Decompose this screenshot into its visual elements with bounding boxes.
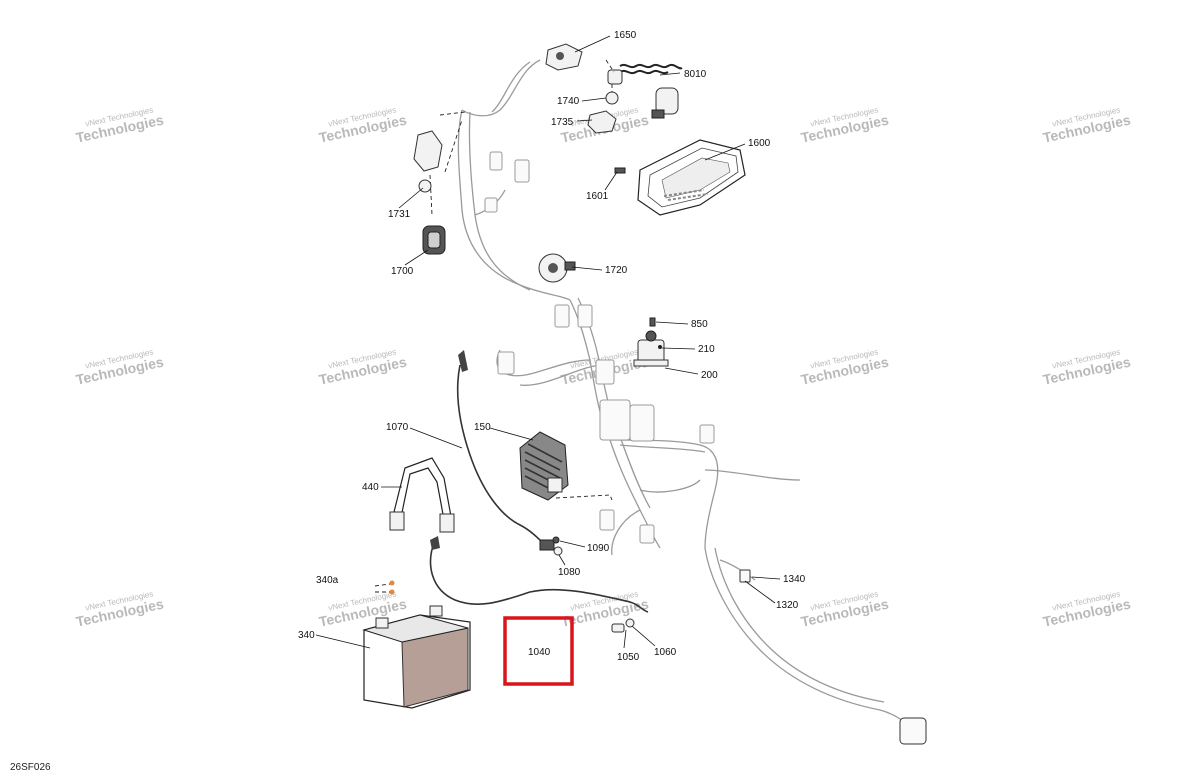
nut-1060-icon <box>625 618 635 628</box>
connector-icon <box>554 304 570 328</box>
battery-strap-440 <box>389 457 455 533</box>
solenoid-icon <box>637 339 665 363</box>
connector-plug-icon <box>413 130 443 172</box>
callout-1740: 1740 <box>557 96 580 107</box>
callout-1040: 1040 <box>528 647 551 658</box>
sensor-cluster-top <box>545 43 683 134</box>
sensor-1735-icon <box>587 110 617 134</box>
connector-icon <box>489 151 503 171</box>
screw-850-icon <box>649 317 656 327</box>
battery-cables <box>429 350 649 613</box>
diagram-code: 26SF026 <box>10 762 51 773</box>
highlighted-part-1040[interactable]: 1040 <box>503 616 574 686</box>
callout-440: 440 <box>362 482 379 493</box>
connector-icon <box>699 424 715 444</box>
callout-1650: 1650 <box>614 30 637 41</box>
watermark: vNext Technologies Technologies <box>317 105 408 145</box>
gauge-cluster-1600 <box>614 139 746 216</box>
callout-1090: 1090 <box>587 543 610 554</box>
fuse-box-icon <box>599 399 631 441</box>
connector-icon <box>639 524 655 544</box>
sensor-1740-icon <box>605 91 619 105</box>
callout-1050: 1050 <box>617 652 640 663</box>
screw-340a-icon <box>389 580 395 586</box>
sensor-8010-icon <box>655 87 679 115</box>
sensor-1650-icon <box>545 43 583 71</box>
hardware-fasteners <box>552 536 635 633</box>
nut-210-icon <box>658 345 662 349</box>
coiled-cable-icon <box>619 63 683 70</box>
watermark: vNext Technologies Technologies <box>74 105 165 145</box>
watermark: vNext Technologies Technologies <box>1041 347 1132 387</box>
callout-1735: 1735 <box>551 117 574 128</box>
sensor-cluster-left <box>413 111 466 255</box>
screw-340a-icon <box>389 589 395 595</box>
connector-plug-icon <box>607 69 623 85</box>
callout-1700: 1700 <box>391 266 414 277</box>
watermark: vNext Technologies Technologies <box>1041 105 1132 145</box>
harness-connectors <box>484 151 927 745</box>
connector-icon <box>497 351 515 375</box>
callout-340: 340 <box>298 630 315 641</box>
screw-1601-icon <box>614 167 626 174</box>
watermark: vNext Technologies Technologies <box>1041 589 1132 629</box>
callout-1080: 1080 <box>558 567 581 578</box>
connector-icon <box>514 159 530 183</box>
callout-1060: 1060 <box>654 647 677 658</box>
watermark: vNext Technologies Technologies <box>799 347 890 387</box>
bolt-1050-icon <box>611 623 625 633</box>
watermark: vNext Technologies Technologies <box>74 589 165 629</box>
positive-cable-1070-icon <box>456 364 546 546</box>
watermark: vNext Technologies Technologies <box>317 347 408 387</box>
callout-150: 150 <box>474 422 491 433</box>
assembly-lines <box>374 59 615 593</box>
callout-850: 850 <box>691 319 708 330</box>
callout-1720: 1720 <box>605 265 628 276</box>
callout-8010: 8010 <box>684 69 707 80</box>
callout-1320: 1320 <box>776 600 799 611</box>
connector-icon <box>577 304 593 328</box>
voltage-regulator-150 <box>519 431 613 501</box>
relay-icon <box>629 404 655 442</box>
callout-1731: 1731 <box>388 209 411 220</box>
component-1720 <box>538 253 576 283</box>
nut-1090-icon <box>552 536 560 544</box>
battery-340 <box>362 580 471 709</box>
connector-icon <box>599 509 615 531</box>
leader-lines <box>315 35 781 649</box>
callout-labels: 1650 8010 1740 1735 1600 1601 1731 1700 … <box>298 30 806 663</box>
callout-210: 210 <box>698 344 715 355</box>
watermark: vNext Technologies Technologies <box>74 347 165 387</box>
callout-200: 200 <box>701 370 718 381</box>
callout-1601: 1601 <box>586 191 609 202</box>
callout-1340: 1340 <box>783 574 806 585</box>
watermark: vNext Technologies Technologies <box>799 589 890 629</box>
callout-340a: 340a <box>316 575 339 586</box>
callout-1600: 1600 <box>748 138 771 149</box>
connector-icon <box>739 569 751 583</box>
harness-end-connector-icon <box>899 717 927 745</box>
connector-icon <box>484 197 498 213</box>
highlight-box[interactable] <box>503 616 574 686</box>
watermark: vNext Technologies Technologies <box>799 105 890 145</box>
solenoid-200 <box>633 317 669 367</box>
negative-cable-1040-icon <box>429 539 649 613</box>
connector-icon <box>595 359 615 385</box>
callout-1070: 1070 <box>386 422 409 433</box>
washer-1080-icon <box>553 546 563 556</box>
